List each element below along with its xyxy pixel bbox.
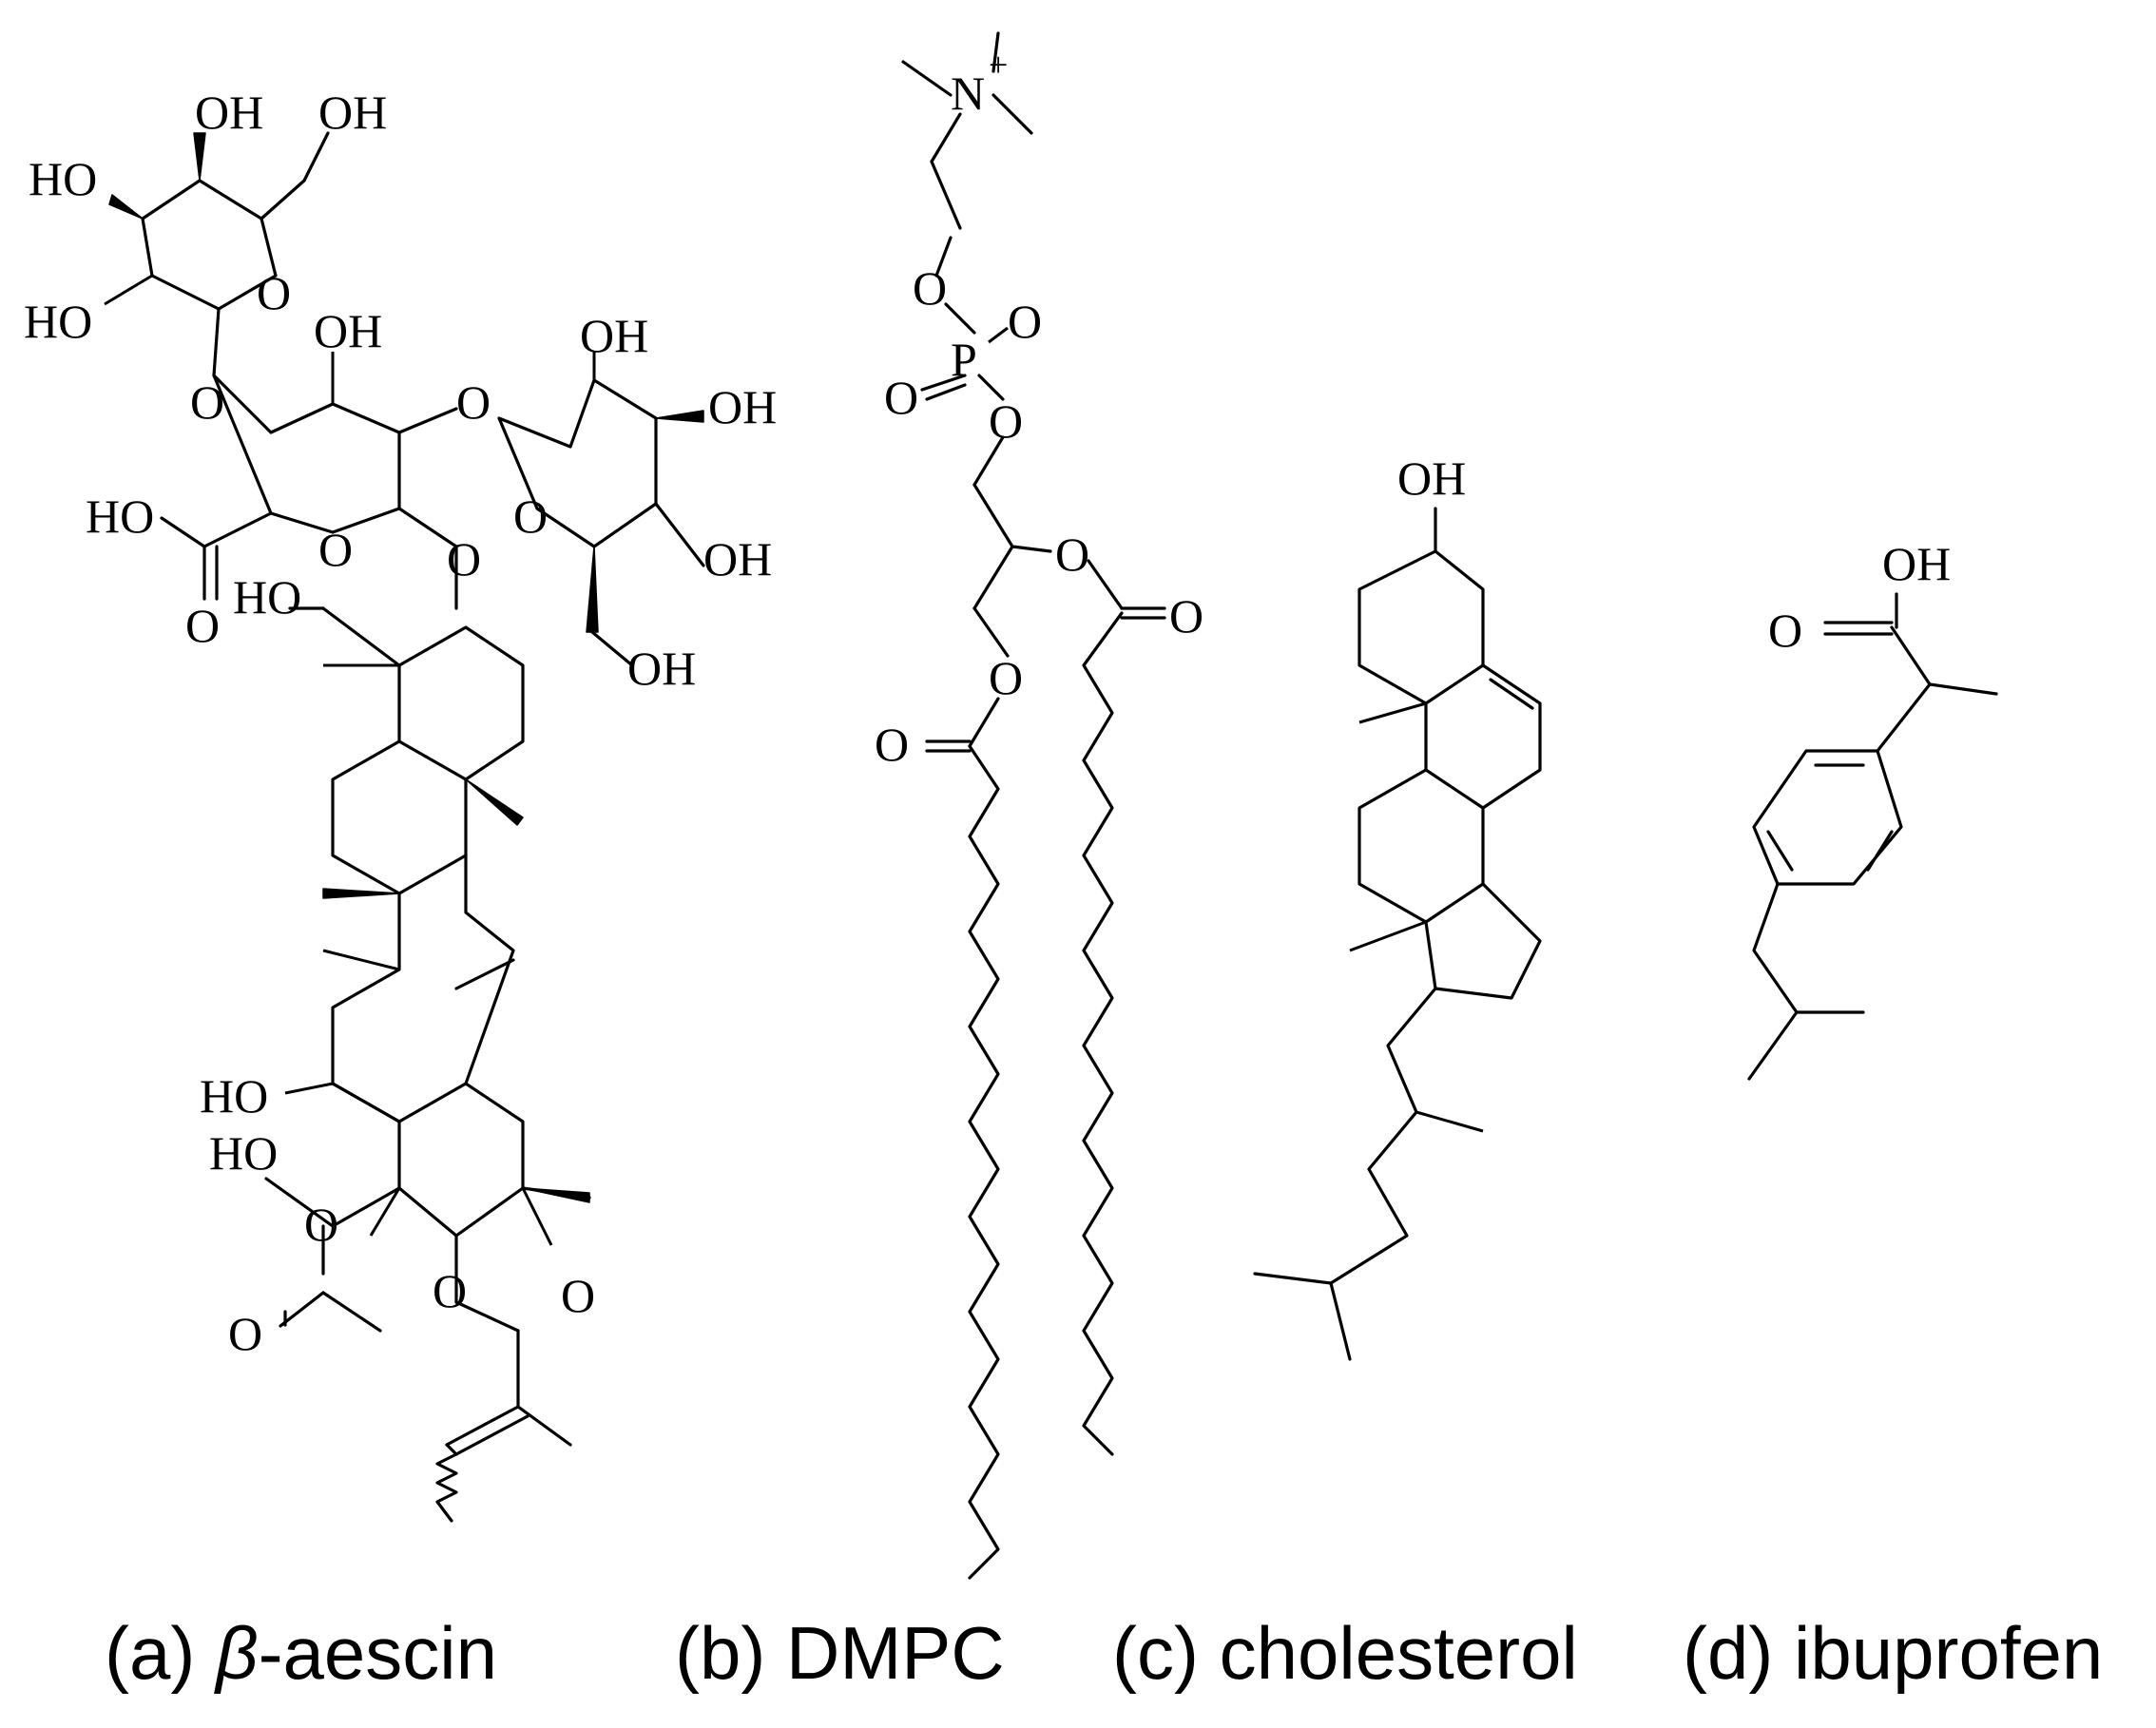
caption-dmpc: (b) DMPC: [675, 1616, 1005, 1690]
dmpc-structure: [901, 31, 1166, 1580]
atom-label: OH: [627, 642, 696, 695]
atom-label: OH: [703, 532, 772, 586]
atom-label: OH: [580, 309, 648, 362]
atom-label: OH: [708, 380, 777, 433]
caption-cholesterol: (c) cholesterol: [1112, 1616, 1578, 1690]
atom-label: O: [1008, 295, 1042, 348]
atom-label: O: [304, 1198, 338, 1251]
atom-label: O: [228, 1307, 262, 1360]
ibuprofen-atom-labels: OH O: [1768, 537, 1951, 657]
atom-label: OH: [195, 86, 263, 139]
caption-prefix: (d): [1683, 1611, 1794, 1695]
cholesterol-structure: [1253, 507, 1542, 1361]
caption-name: cholesterol: [1219, 1611, 1578, 1695]
beta-aescin-structure: [104, 131, 705, 1523]
atom-label: HO: [24, 295, 92, 348]
caption-name: ibuprofen: [1794, 1611, 2104, 1695]
atom-label: HO: [86, 490, 154, 543]
atom-label: HO: [29, 152, 97, 205]
atom-label: HO: [200, 1069, 268, 1123]
atom-label: O: [989, 394, 1023, 448]
ibuprofen-structure: [1747, 592, 1998, 1081]
atom-label: O: [318, 523, 353, 576]
atom-label: OH: [314, 304, 382, 357]
atom-label: O: [190, 375, 224, 429]
atom-label: O: [1169, 589, 1203, 643]
atom-label: OH: [1397, 451, 1466, 505]
caption-name: DMPC: [786, 1611, 1005, 1695]
atom-label: O: [433, 1264, 467, 1317]
atom-label: OH: [318, 86, 387, 139]
caption-beta-aescin: (a) β-aescin: [105, 1616, 497, 1690]
atom-label: O: [1768, 604, 1802, 657]
atom-label: O: [447, 532, 481, 586]
atom-label: O: [561, 1269, 595, 1322]
atom-label: O: [456, 375, 491, 429]
charge-label: +: [989, 46, 1008, 84]
cholesterol-atom-labels: OH: [1397, 451, 1466, 505]
atom-label: O: [989, 651, 1023, 704]
atom-label: HO: [209, 1126, 278, 1180]
atom-label: O: [1055, 528, 1089, 581]
caption-prefix: (b): [675, 1611, 786, 1695]
atom-label: OH: [1882, 537, 1951, 590]
atom-label: O: [257, 266, 291, 319]
caption-ibuprofen: (d) ibuprofen: [1683, 1616, 2103, 1690]
dmpc-atom-labels: N + O P O O O O O O O: [875, 46, 1203, 771]
atom-label: N: [951, 67, 985, 120]
caption-prefix: (c): [1112, 1611, 1220, 1695]
atom-label: HO: [233, 570, 301, 624]
beta-aescin-atom-labels: OH OH HO HO O OH O O OH OH O OH HO O O O…: [24, 86, 777, 1360]
caption-symbol: β: [216, 1611, 259, 1695]
atom-label: O: [913, 261, 947, 315]
atom-label: O: [513, 490, 548, 543]
atom-label: P: [951, 333, 977, 386]
atom-label: O: [884, 371, 918, 424]
atom-label: O: [875, 718, 909, 771]
caption-prefix: (a): [105, 1611, 216, 1695]
caption-name: -aescin: [258, 1611, 498, 1695]
atom-label: O: [185, 599, 220, 652]
